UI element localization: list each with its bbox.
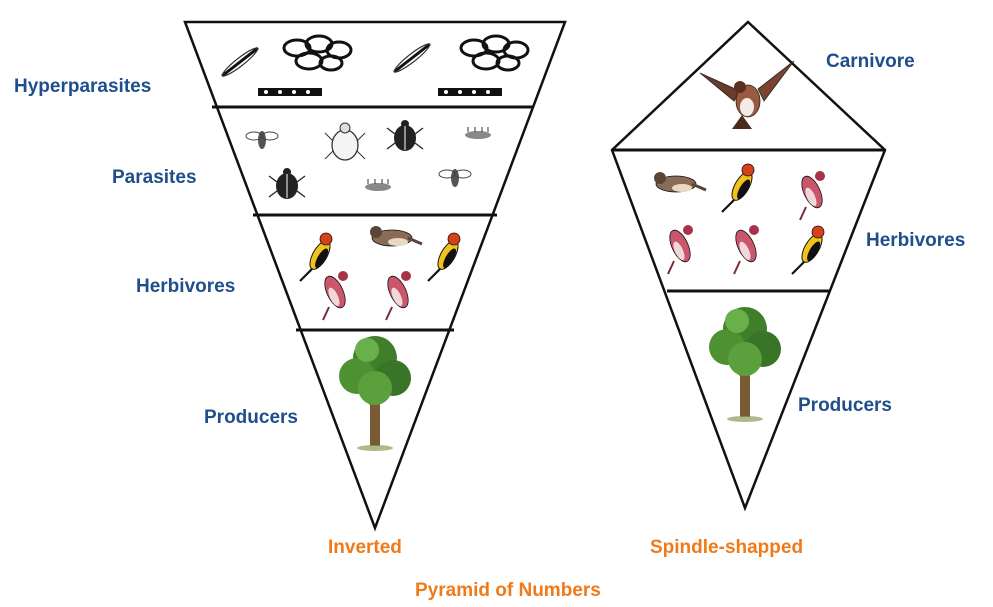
spindle-pyramid-outline: [610, 20, 887, 512]
caption-spindle-shaped: Spindle-shapped: [650, 537, 804, 558]
level-label-producers: Producers: [798, 395, 892, 416]
level-label-producers: Producers: [204, 407, 298, 428]
level-label-hyperparasites: Hyperparasites: [14, 76, 152, 97]
level-label-carnivore: Carnivore: [826, 51, 915, 72]
inverted-pyramid-outline: [183, 20, 567, 532]
level-label-herbivores: Herbivores: [136, 276, 236, 297]
level-label-parasites: Parasites: [112, 167, 197, 188]
caption-inverted: Inverted: [328, 537, 402, 558]
hawk-icon: [699, 60, 795, 129]
diagram-title: Pyramid of Numbers: [415, 580, 601, 601]
level-label-herbivores: Herbivores: [866, 230, 966, 251]
